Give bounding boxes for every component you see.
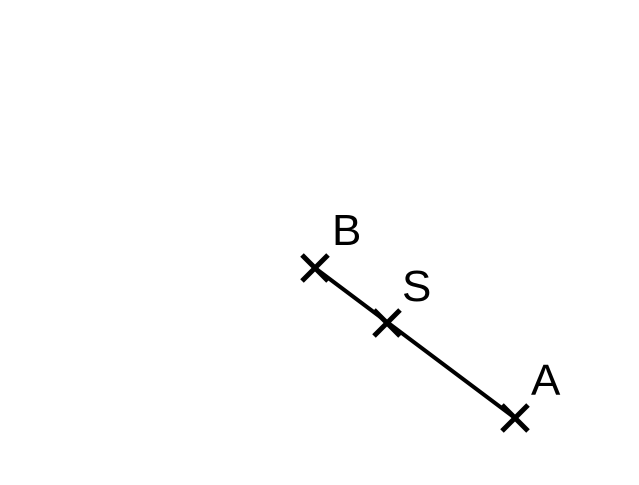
point-b-label: B bbox=[332, 206, 361, 255]
point-a: A bbox=[500, 356, 561, 433]
point-b-cross-marker bbox=[300, 253, 330, 283]
point-s: S bbox=[372, 262, 431, 338]
point-a-label: A bbox=[531, 356, 561, 405]
segment-b-a bbox=[313, 266, 517, 420]
point-b: B bbox=[300, 206, 361, 283]
point-s-cross-marker bbox=[372, 308, 402, 338]
point-a-cross-marker bbox=[500, 403, 530, 433]
point-s-label: S bbox=[402, 262, 431, 311]
